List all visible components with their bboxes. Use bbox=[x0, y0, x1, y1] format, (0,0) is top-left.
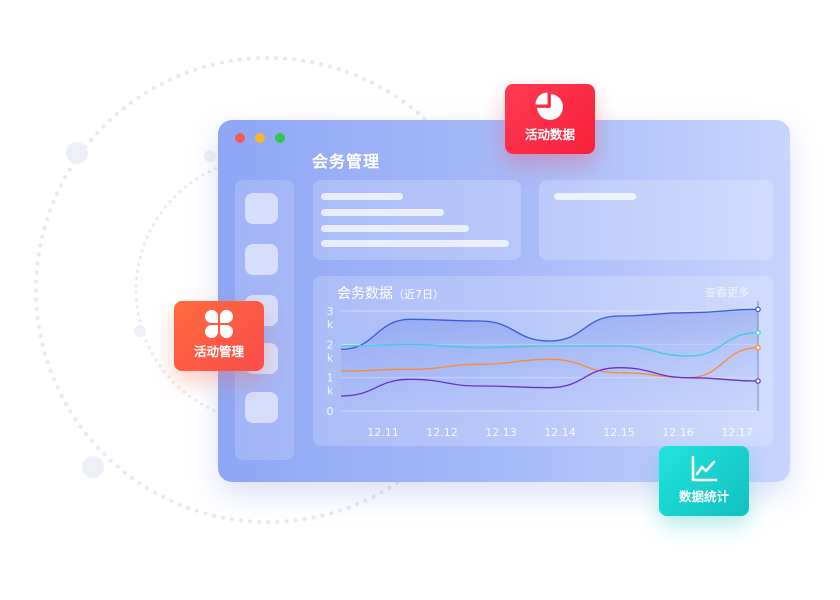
series-endpoint bbox=[755, 306, 761, 313]
x-tick-label: 12.13 bbox=[485, 426, 517, 439]
y-tick-label: k bbox=[327, 318, 334, 331]
x-tick-label: 12.17 bbox=[721, 426, 753, 439]
maximize-window-button[interactable] bbox=[275, 133, 285, 143]
decorative-bubble bbox=[204, 150, 216, 162]
activity-manage-badge[interactable]: 活动管理 bbox=[174, 301, 264, 371]
placeholder-line bbox=[321, 193, 403, 200]
placeholder-line bbox=[554, 193, 636, 200]
data-stats-badge[interactable]: 数据统计 bbox=[659, 446, 749, 516]
summary-card bbox=[313, 180, 521, 260]
placeholder-line bbox=[321, 240, 509, 247]
series-area bbox=[341, 309, 758, 411]
series-endpoint bbox=[755, 344, 761, 351]
x-tick-label: 12.16 bbox=[662, 426, 694, 439]
data-stats-label: 数据统计 bbox=[678, 489, 729, 504]
activity-manage-label: 活动管理 bbox=[193, 344, 244, 359]
series-line bbox=[340, 367, 759, 397]
clover-icon bbox=[205, 310, 233, 338]
series-line bbox=[340, 332, 759, 357]
decorative-bubble bbox=[66, 142, 88, 164]
decorative-bubble bbox=[134, 325, 146, 337]
pie-chart-icon bbox=[535, 92, 563, 120]
placeholder-line bbox=[321, 209, 444, 216]
decorative-bubble bbox=[82, 456, 104, 478]
y-tick-label: k bbox=[327, 385, 334, 398]
y-tick-label: k bbox=[327, 351, 334, 364]
y-tick-label: 3 bbox=[327, 305, 334, 318]
minimize-window-button[interactable] bbox=[255, 133, 265, 143]
y-tick-label: 0 bbox=[327, 405, 334, 418]
activity-data-label: 活动数据 bbox=[524, 127, 575, 142]
view-more-link[interactable]: 查看更多 bbox=[705, 286, 749, 299]
sidebar-item[interactable] bbox=[245, 392, 278, 423]
chart-title-text: 会务数据 bbox=[337, 286, 393, 302]
line-chart-icon bbox=[691, 455, 718, 482]
y-tick-label: 1 bbox=[327, 372, 334, 385]
activity-data-badge[interactable]: 活动数据 bbox=[505, 84, 595, 154]
x-tick-label: 12.12 bbox=[426, 426, 458, 439]
y-tick-label: 2 bbox=[327, 338, 334, 351]
close-window-button[interactable] bbox=[235, 133, 245, 143]
info-card bbox=[539, 180, 773, 260]
placeholder-line bbox=[321, 225, 469, 232]
x-tick-label: 12.14 bbox=[544, 426, 576, 439]
series-endpoint bbox=[755, 378, 761, 384]
sidebar bbox=[235, 180, 294, 460]
sidebar-item[interactable] bbox=[245, 193, 278, 224]
page-title: 会务管理 bbox=[312, 152, 381, 171]
sidebar-item[interactable] bbox=[245, 244, 278, 275]
x-tick-label: 12.11 bbox=[367, 426, 399, 439]
series-line bbox=[340, 308, 759, 350]
x-tick-label: 12.15 bbox=[603, 426, 635, 439]
chart-subtitle: （近7日） bbox=[393, 288, 444, 301]
series-endpoint bbox=[755, 329, 761, 336]
chart-title: 会务数据（近7日） bbox=[337, 283, 444, 303]
